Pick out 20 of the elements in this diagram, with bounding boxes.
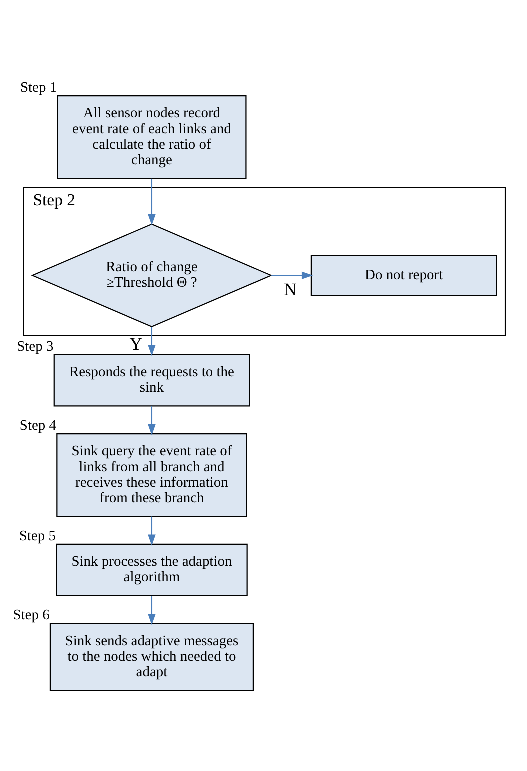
node-box: Do not report	[310, 255, 498, 296]
arrow	[148, 178, 156, 226]
node-label: Step 3	[17, 338, 54, 355]
node-label: Step 4	[20, 418, 57, 434]
node-box: Sink query the event rate of links from all branch and receives these information from these branch	[56, 433, 248, 518]
node-box: All sensor nodes record event rate of each links and calculate the ratio of change	[57, 96, 247, 180]
edge-label: Y	[130, 334, 143, 354]
node-diamond: Ratio of change ≥Threshold Θ ?	[31, 224, 273, 328]
node-label: Step 6	[13, 608, 50, 624]
edge-label: N	[284, 280, 297, 300]
arrow	[148, 516, 156, 546]
arrow	[148, 406, 156, 436]
node-label: Step 1	[20, 80, 58, 96]
node-box: Sink processes the adaption algorithm	[56, 544, 248, 596]
node-label: Step 5	[19, 528, 56, 544]
node-box: Sink sends adaptive messages to the nodes which needed to adapt	[50, 623, 254, 692]
node-box: Responds the requests to the sink	[54, 354, 250, 407]
arrow	[148, 327, 156, 356]
arrow	[148, 596, 156, 626]
arrow	[272, 272, 314, 280]
